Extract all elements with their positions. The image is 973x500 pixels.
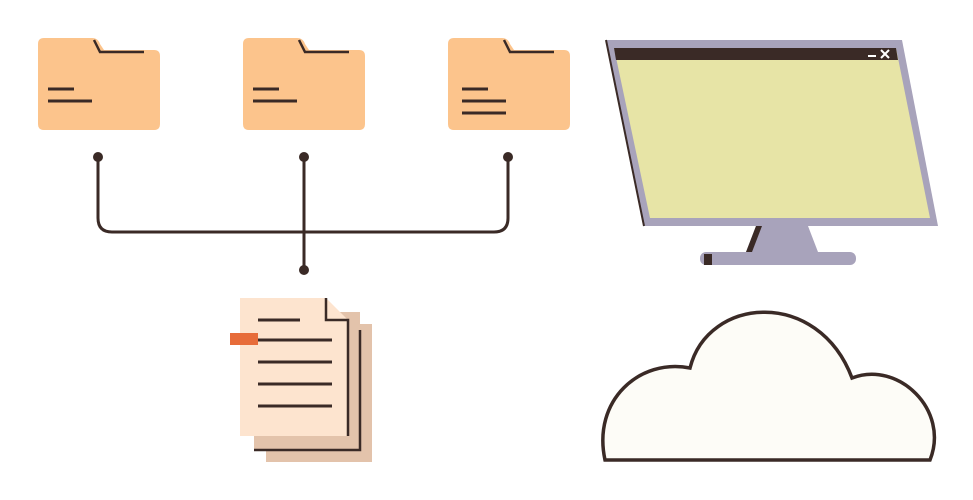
connector-right [304, 157, 510, 234]
monitor-screen [614, 48, 930, 218]
monitor-icon [605, 39, 938, 265]
monitor-frame-outline [605, 39, 645, 227]
connector-left [96, 157, 304, 234]
document-front [240, 298, 348, 436]
documents-stack-icon [230, 298, 372, 462]
connector-dot-right [503, 152, 513, 162]
monitor-neck [746, 226, 818, 252]
folder-icon [448, 38, 570, 130]
folder-icon [243, 38, 365, 130]
connector-dot-center [299, 152, 309, 162]
minimize-icon [868, 55, 876, 57]
monitor-neck-shade [746, 226, 762, 252]
document-front-outline [324, 298, 350, 436]
close-icon [880, 49, 890, 59]
connector-lines [96, 157, 510, 270]
folder-icon [38, 38, 160, 130]
monitor-titlebar [614, 48, 898, 60]
cloud-icon [601, 310, 937, 462]
document-middle-outline [254, 330, 362, 452]
connector-dot-bottom [299, 265, 309, 275]
connector-dot-left [93, 152, 103, 162]
monitor-base-shade [704, 254, 712, 265]
monitor-base [700, 252, 856, 265]
document-tab [230, 333, 258, 345]
